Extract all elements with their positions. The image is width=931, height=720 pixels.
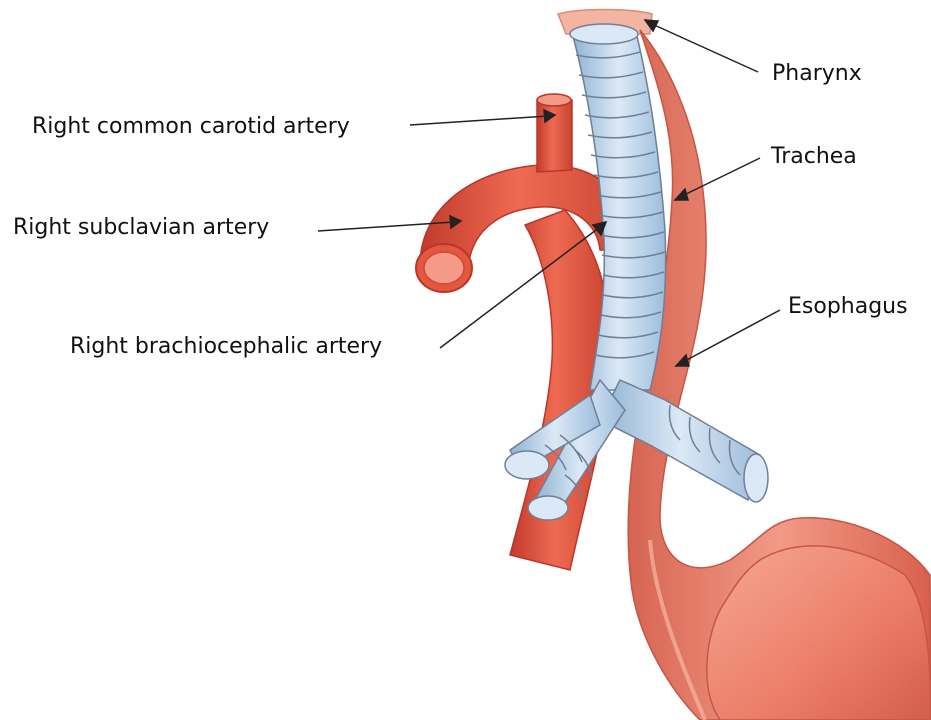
label-pharynx: Pharynx: [772, 63, 862, 85]
label-trachea: Trachea: [771, 146, 857, 168]
label-right-brachiocephalic-artery: Right brachiocephalic artery: [70, 336, 382, 358]
label-right-common-carotid-artery: Right common carotid artery: [32, 116, 350, 138]
label-esophagus: Esophagus: [788, 296, 908, 318]
leader-pharynx: [652, 24, 758, 72]
esophagus-shape: [628, 30, 931, 720]
label-right-subclavian-artery: Right subclavian artery: [13, 217, 269, 239]
leader-carotid: [410, 116, 548, 125]
